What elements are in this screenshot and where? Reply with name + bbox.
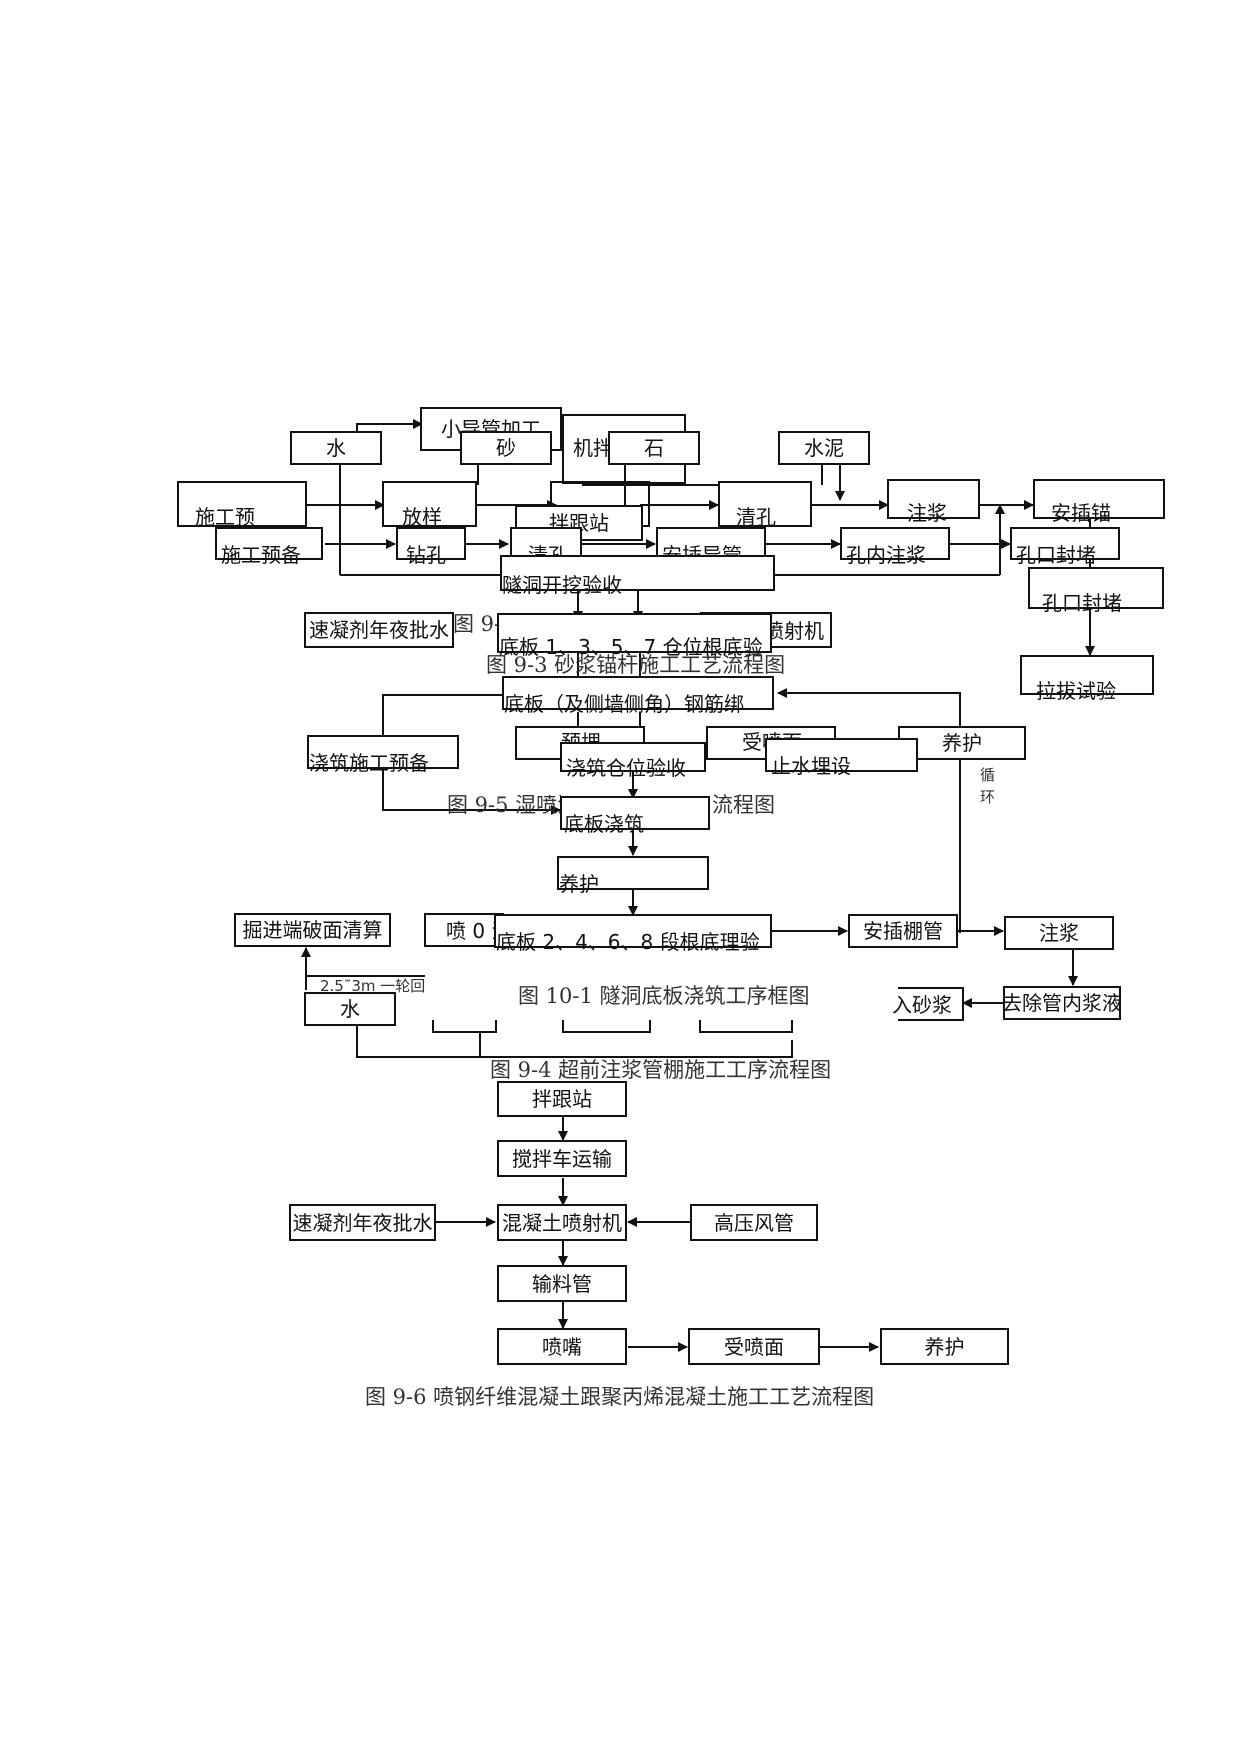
feed-pipe-box: 输料管: [497, 1265, 627, 1302]
seal-hole-label: 孔口封堵: [1042, 591, 1122, 615]
construction-prep-label: 施工预: [195, 505, 255, 529]
mix-station-box: 拌跟站: [497, 1081, 627, 1117]
mortar-label: 入砂浆: [892, 993, 952, 1017]
caption-fig-9-5-tail: 流程图: [712, 793, 775, 817]
mortar-box: 入砂浆: [892, 987, 964, 1021]
cycle-label: 循环: [980, 766, 996, 806]
drill-label: 钻孔: [406, 543, 446, 567]
curing-box-top: 养护: [898, 726, 1026, 760]
grouting-label-top: 注浆: [907, 501, 947, 525]
curing-box-mid: 养护: [557, 856, 709, 894]
air-pipe-box: 高压风管: [690, 1204, 818, 1241]
truck-box: 搅拌车运输: [497, 1140, 627, 1177]
pull-test-label: 拉拔试验: [1036, 679, 1116, 703]
seal-hole-box: 孔口封堵: [1028, 567, 1164, 613]
water-box: 水: [290, 431, 382, 465]
layout-box: 放样: [382, 481, 477, 527]
base-1357-label: 底板 1、3、5、7 仓位根底验: [499, 635, 763, 659]
cement-box: 水泥: [778, 431, 870, 465]
mixer-label: 机拌: [573, 436, 613, 460]
excavation-check-label: 隧洞开挖验收: [502, 573, 622, 597]
spray-box: 喷 0 混: [424, 913, 511, 947]
prep-label: 施工预备: [221, 543, 301, 567]
bottom-pour-box: 底板浇筑: [560, 796, 710, 834]
hole-grout-label: 孔内注浆: [846, 543, 926, 567]
sprayer-box: 混凝土喷射机: [497, 1204, 627, 1241]
hole-grout-box: 孔内注浆: [840, 527, 950, 565]
spray-face-box: 受喷面: [688, 1328, 820, 1365]
layout-label: 放样: [402, 505, 442, 529]
grouting-box-top: 注浆: [887, 479, 980, 523]
curing-box: 养护: [880, 1328, 1009, 1365]
base-2468-label: 底板 2、4、6、8 段根底理验: [496, 930, 760, 954]
excavation-check-box: 隧洞开挖验收: [500, 555, 775, 595]
pour-prep-label: 浇筑施工预备: [309, 751, 429, 775]
grouting-box: 注浆: [1004, 916, 1114, 950]
rebar-label: 底板（及侧墙侧角）钢筋绑: [504, 692, 744, 716]
clear-hole-box: 清孔: [718, 481, 812, 527]
remove-slurry-box: 去除管内浆液: [1002, 986, 1122, 1020]
curing-label-mid: 养护: [559, 872, 599, 896]
sprayer-label-top: 喷射机: [764, 619, 824, 643]
nozzle-box: 喷嘴: [497, 1328, 627, 1365]
caption-fig-10-1: 图 10-1 隧洞底板浇筑工序框图: [518, 984, 810, 1008]
caption-fig-9-3: 图 9-3 砂浆锚杆施工工艺流程图: [486, 653, 786, 677]
seal-box: 孔口封堵: [1010, 527, 1120, 565]
base-1357-box: 底板 1、3、5、7 仓位根底验: [497, 613, 772, 657]
clear-hole-label: 清孔: [736, 505, 776, 529]
sand-box: 砂: [460, 431, 552, 465]
install-anchor-box: 安插锚: [1033, 479, 1165, 523]
accelerator-box-top: 速凝剂年夜批水: [304, 612, 454, 648]
round-note: 2.5˜3m 一轮回: [320, 977, 426, 995]
seal-label: 孔口封堵: [1016, 543, 1096, 567]
stone-box: 石: [608, 431, 700, 465]
stop-water-label: 止水埋设: [771, 754, 851, 778]
bottom-pour-label: 底板浇筑: [564, 812, 644, 836]
pull-test-box: 拉拔试验: [1020, 655, 1154, 701]
water-box-lower: 水: [304, 992, 396, 1026]
face-clean-box: 掘进端破面清算: [234, 913, 391, 947]
install-shed-box: 安插棚管: [848, 914, 958, 948]
pour-check-box: 浇筑仓位验收: [560, 742, 706, 778]
construction-prep-box: 施工预: [177, 481, 307, 527]
accelerator-box: 速凝剂年夜批水: [289, 1204, 436, 1241]
caption-fig-9-4: 图 9-4 超前注浆管棚施工工序流程图: [490, 1058, 832, 1082]
pour-check-label: 浇筑仓位验收: [566, 756, 686, 780]
base-2468-box: 底板 2、4、6、8 段根底理验: [494, 914, 772, 952]
rebar-box: 底板（及侧墙侧角）钢筋绑: [502, 676, 774, 714]
drill-box: 钻孔: [396, 527, 466, 565]
caption-fig-9-6: 图 9-6 喷钢纤维混凝土跟聚丙烯混凝土施工工艺流程图: [365, 1385, 875, 1409]
pour-prep-box: 浇筑施工预备: [307, 735, 459, 773]
install-anchor-label: 安插锚: [1051, 501, 1111, 525]
stop-water-box: 止水埋设: [765, 738, 918, 776]
prep-box: 施工预备: [215, 527, 323, 565]
